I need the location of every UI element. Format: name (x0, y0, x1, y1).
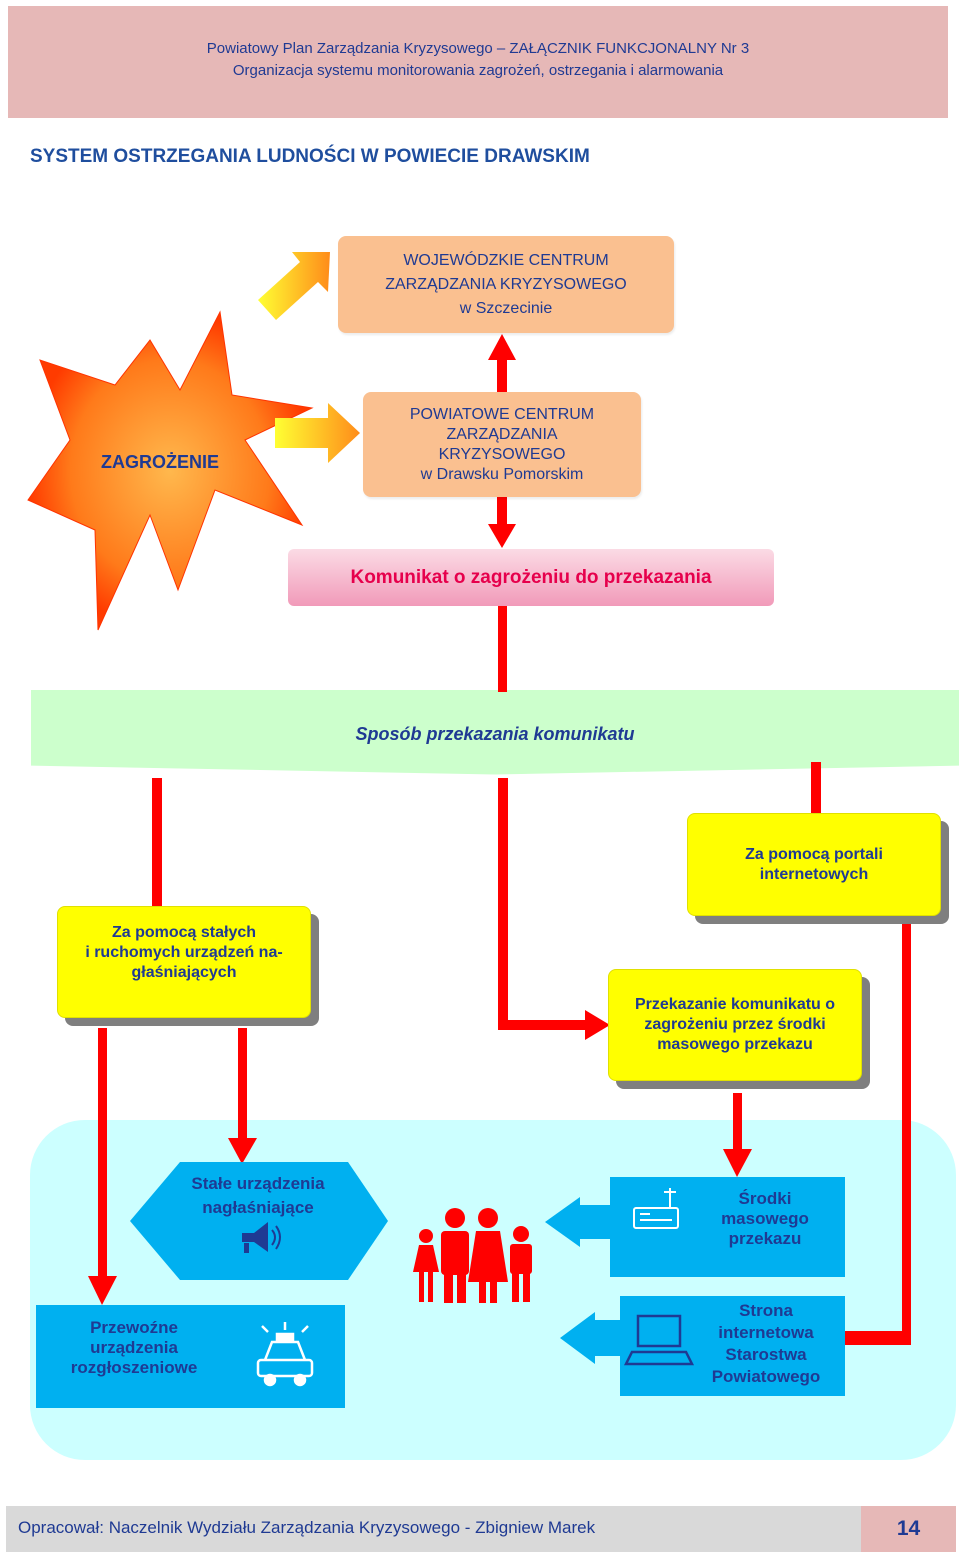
pczk-box: POWIATOWE CENTRUM ZARZĄDZANIA KRYZYSOWEG… (363, 392, 641, 497)
yellow-arrow-to-pczk (275, 403, 360, 463)
masowe-box: Przekazanie komunikatu o zagrożeniu prze… (608, 969, 862, 1081)
arrow-pczk-to-komunikat (488, 497, 516, 548)
wczk-line-2: ZARZĄDZANIA KRYZYSOWEGO (385, 275, 627, 293)
przewozne-line-2: urządzenia (90, 1338, 178, 1357)
masowe-line-1: Przekazanie komunikatu o (634, 996, 836, 1013)
sposob-band (31, 690, 959, 775)
arrowhead-stale-urzadzenia (228, 1138, 257, 1164)
line-masowe-to-srodki (733, 1093, 742, 1151)
police-car-icon (256, 1322, 314, 1387)
page-header: Powiatowy Plan Zarządzania Kryzysowego –… (8, 6, 948, 118)
portale-line-1: Za pomocą portali (745, 845, 883, 863)
line-band-to-masowe-down (498, 778, 508, 1028)
header-line-1: Powiatowy Plan Zarządzania Kryzysowego –… (206, 40, 750, 57)
line-komunikat-to-band (498, 606, 507, 692)
strona-label: Strona internetowa Starostwa Powiatowego (690, 1300, 842, 1388)
footer-author: Opracował: Naczelnik Wydziału Zarządzani… (18, 1518, 596, 1537)
strona-line-1: Strona (739, 1301, 793, 1320)
cyan-arrow-srodki (545, 1197, 612, 1247)
srodki-label: Środki masowego przekazu (690, 1189, 840, 1249)
line-portale-to-strona (902, 924, 911, 1316)
page-title: SYSTEM OSTRZEGANIA LUDNOŚCI W POWIECIE D… (30, 146, 590, 167)
explosion-icon (27, 310, 314, 631)
srodki-line-1: Środki (738, 1189, 792, 1208)
family-icon (413, 1208, 532, 1303)
arrowhead-przewozne (88, 1276, 117, 1305)
yellow-arrow-to-wczk (258, 252, 330, 320)
masowe-line-2: zagrożeniu przez środki (644, 1016, 826, 1033)
line-band-to-portale (811, 762, 821, 814)
stale-box: Za pomocą stałych i ruchomych urządzeń n… (57, 906, 311, 1018)
pczk-line-3: KRYZYSOWEGO (438, 445, 566, 463)
page-footer: Opracował: Naczelnik Wydziału Zarządzani… (6, 1506, 956, 1552)
wczk-box: WOJEWÓDZKIE CENTRUM ZARZĄDZANIA KRYZYSOW… (338, 236, 674, 333)
pczk-line-2: ZARZĄDZANIA (446, 425, 558, 443)
arrow-pczk-to-wczk (488, 334, 516, 395)
strona-line-2: internetowa (718, 1323, 814, 1342)
srodki-line-2: masowego (721, 1209, 809, 1228)
laptop-icon (623, 1314, 695, 1366)
line-band-to-stale (152, 778, 162, 906)
arrowhead-srodki (723, 1149, 752, 1177)
arrow-into-masowe (498, 1010, 610, 1040)
stale-urzadzenia-label: Stałe urządzenia nagłaśniające (160, 1172, 356, 1220)
sposob-label: Sposób przekazania komunikatu (355, 724, 635, 744)
line-stale-to-przewozne (98, 1028, 107, 1278)
radio-icon (633, 1188, 679, 1229)
cyan-arrow-strona (560, 1312, 622, 1364)
przewozne-label: Przewoźne urządzenia rozgłoszeniowe (50, 1318, 218, 1378)
strona-line-3: Starostwa (725, 1345, 807, 1364)
wczk-line-1: WOJEWÓDZKIE CENTRUM (403, 251, 609, 269)
stale-urzadzenia-line-1: Stałe urządzenia (191, 1174, 325, 1193)
przewozne-line-3: rozgłoszeniowe (70, 1358, 198, 1377)
line-stale-to-stale-urzadzenia (238, 1028, 247, 1140)
masowe-line-3: masowego przekazu (657, 1036, 813, 1053)
pczk-line-1: POWIATOWE CENTRUM (409, 405, 595, 423)
stale-urzadzenia-shape (130, 1162, 388, 1280)
stale-urzadzenia-line-2: nagłaśniające (202, 1198, 314, 1217)
threat-label: ZAGROŻENIE (100, 452, 219, 472)
stale-line-2: i ruchomych urządzeń na- (85, 944, 283, 961)
wczk-line-3: w Szczecinie (459, 299, 553, 317)
srodki-line-3: przekazu (728, 1229, 802, 1248)
page-number: 14 (861, 1506, 956, 1552)
stale-line-1: Za pomocą stałych (111, 924, 257, 941)
portale-line-2: internetowych (759, 865, 869, 883)
przewozne-line-1: Przewoźne (90, 1318, 178, 1337)
komunikat-label: Komunikat o zagrożeniu do przekazania (350, 566, 712, 588)
header-line-2: Organizacja systemu monitorowania zagroż… (232, 62, 724, 79)
komunikat-box: Komunikat o zagrożeniu do przekazania (288, 549, 774, 606)
stale-line-3: głaśniających (131, 964, 237, 981)
strona-line-4: Powiatowego (711, 1367, 821, 1386)
pczk-line-4: w Drawsku Pomorskim (420, 465, 584, 483)
portale-box: Za pomocą portali internetowych (687, 813, 941, 916)
megaphone-icon (242, 1222, 281, 1253)
